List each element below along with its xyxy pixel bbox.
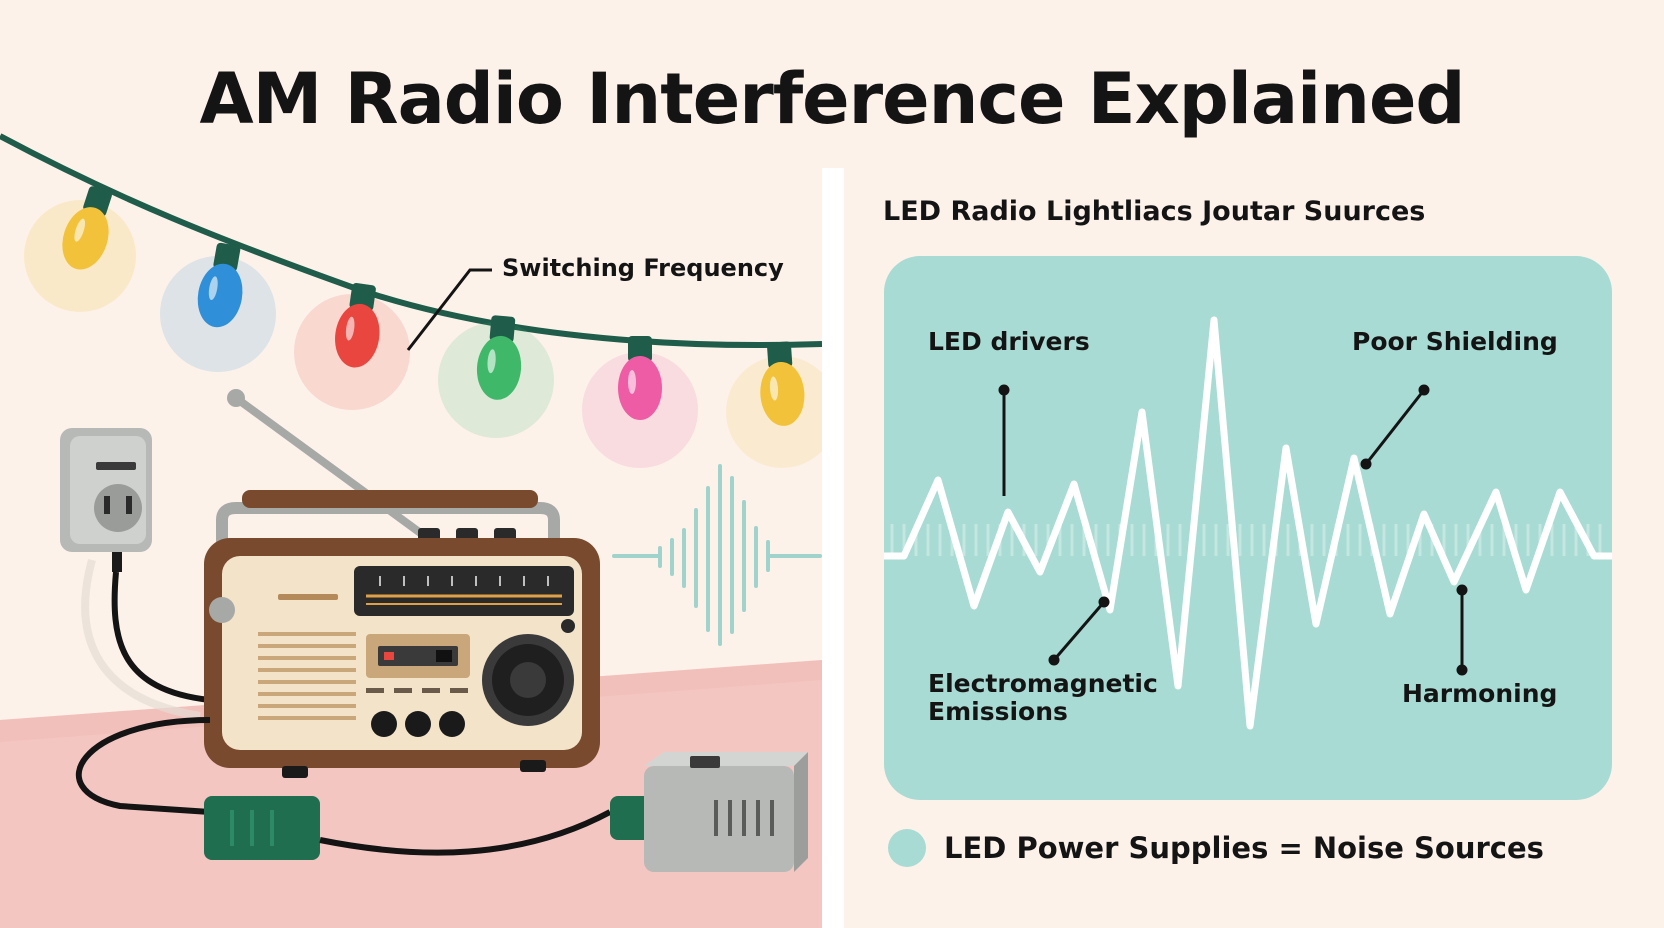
sound-wave-icon [612, 464, 822, 646]
legend: LED Power Supplies = Noise Sources [888, 826, 1544, 870]
em-emissions-label-line1: Electromagnetic [928, 669, 1158, 698]
radio-icon [204, 490, 600, 778]
switching-frequency-label: Switching Frequency [502, 254, 784, 282]
led-drivers-label: LED drivers [928, 327, 1090, 356]
interference-waveform [884, 316, 1612, 730]
poor-shielding-label: Poor Shielding [1352, 327, 1558, 356]
plug-icon [204, 796, 320, 860]
outlet-icon [60, 428, 152, 572]
waveform-panel: LED drivers Poor Shielding Electromagnet… [884, 256, 1612, 800]
legend-text: LED Power Supplies = Noise Sources [944, 831, 1544, 865]
switching-leader-line [406, 268, 492, 351]
string-lights-icon [0, 133, 822, 468]
waveform-graphic [884, 316, 1612, 730]
legend-swatch [888, 829, 926, 867]
illustration-panel: Switching Frequency [0, 0, 822, 928]
right-heading: LED Radio Lightliacs Joutar Suurces [883, 196, 1426, 227]
power-adapter-icon [610, 752, 808, 872]
illustration [0, 133, 822, 928]
poor-shielding-leader [1364, 389, 1426, 465]
em-emissions-leader [1052, 601, 1106, 661]
page-title: AM Radio Interference Explained [199, 58, 1465, 140]
harmoning-label: Harmoning [1402, 679, 1558, 708]
panel-divider [822, 168, 844, 928]
em-emissions-label-line2: Emissions [928, 697, 1068, 726]
